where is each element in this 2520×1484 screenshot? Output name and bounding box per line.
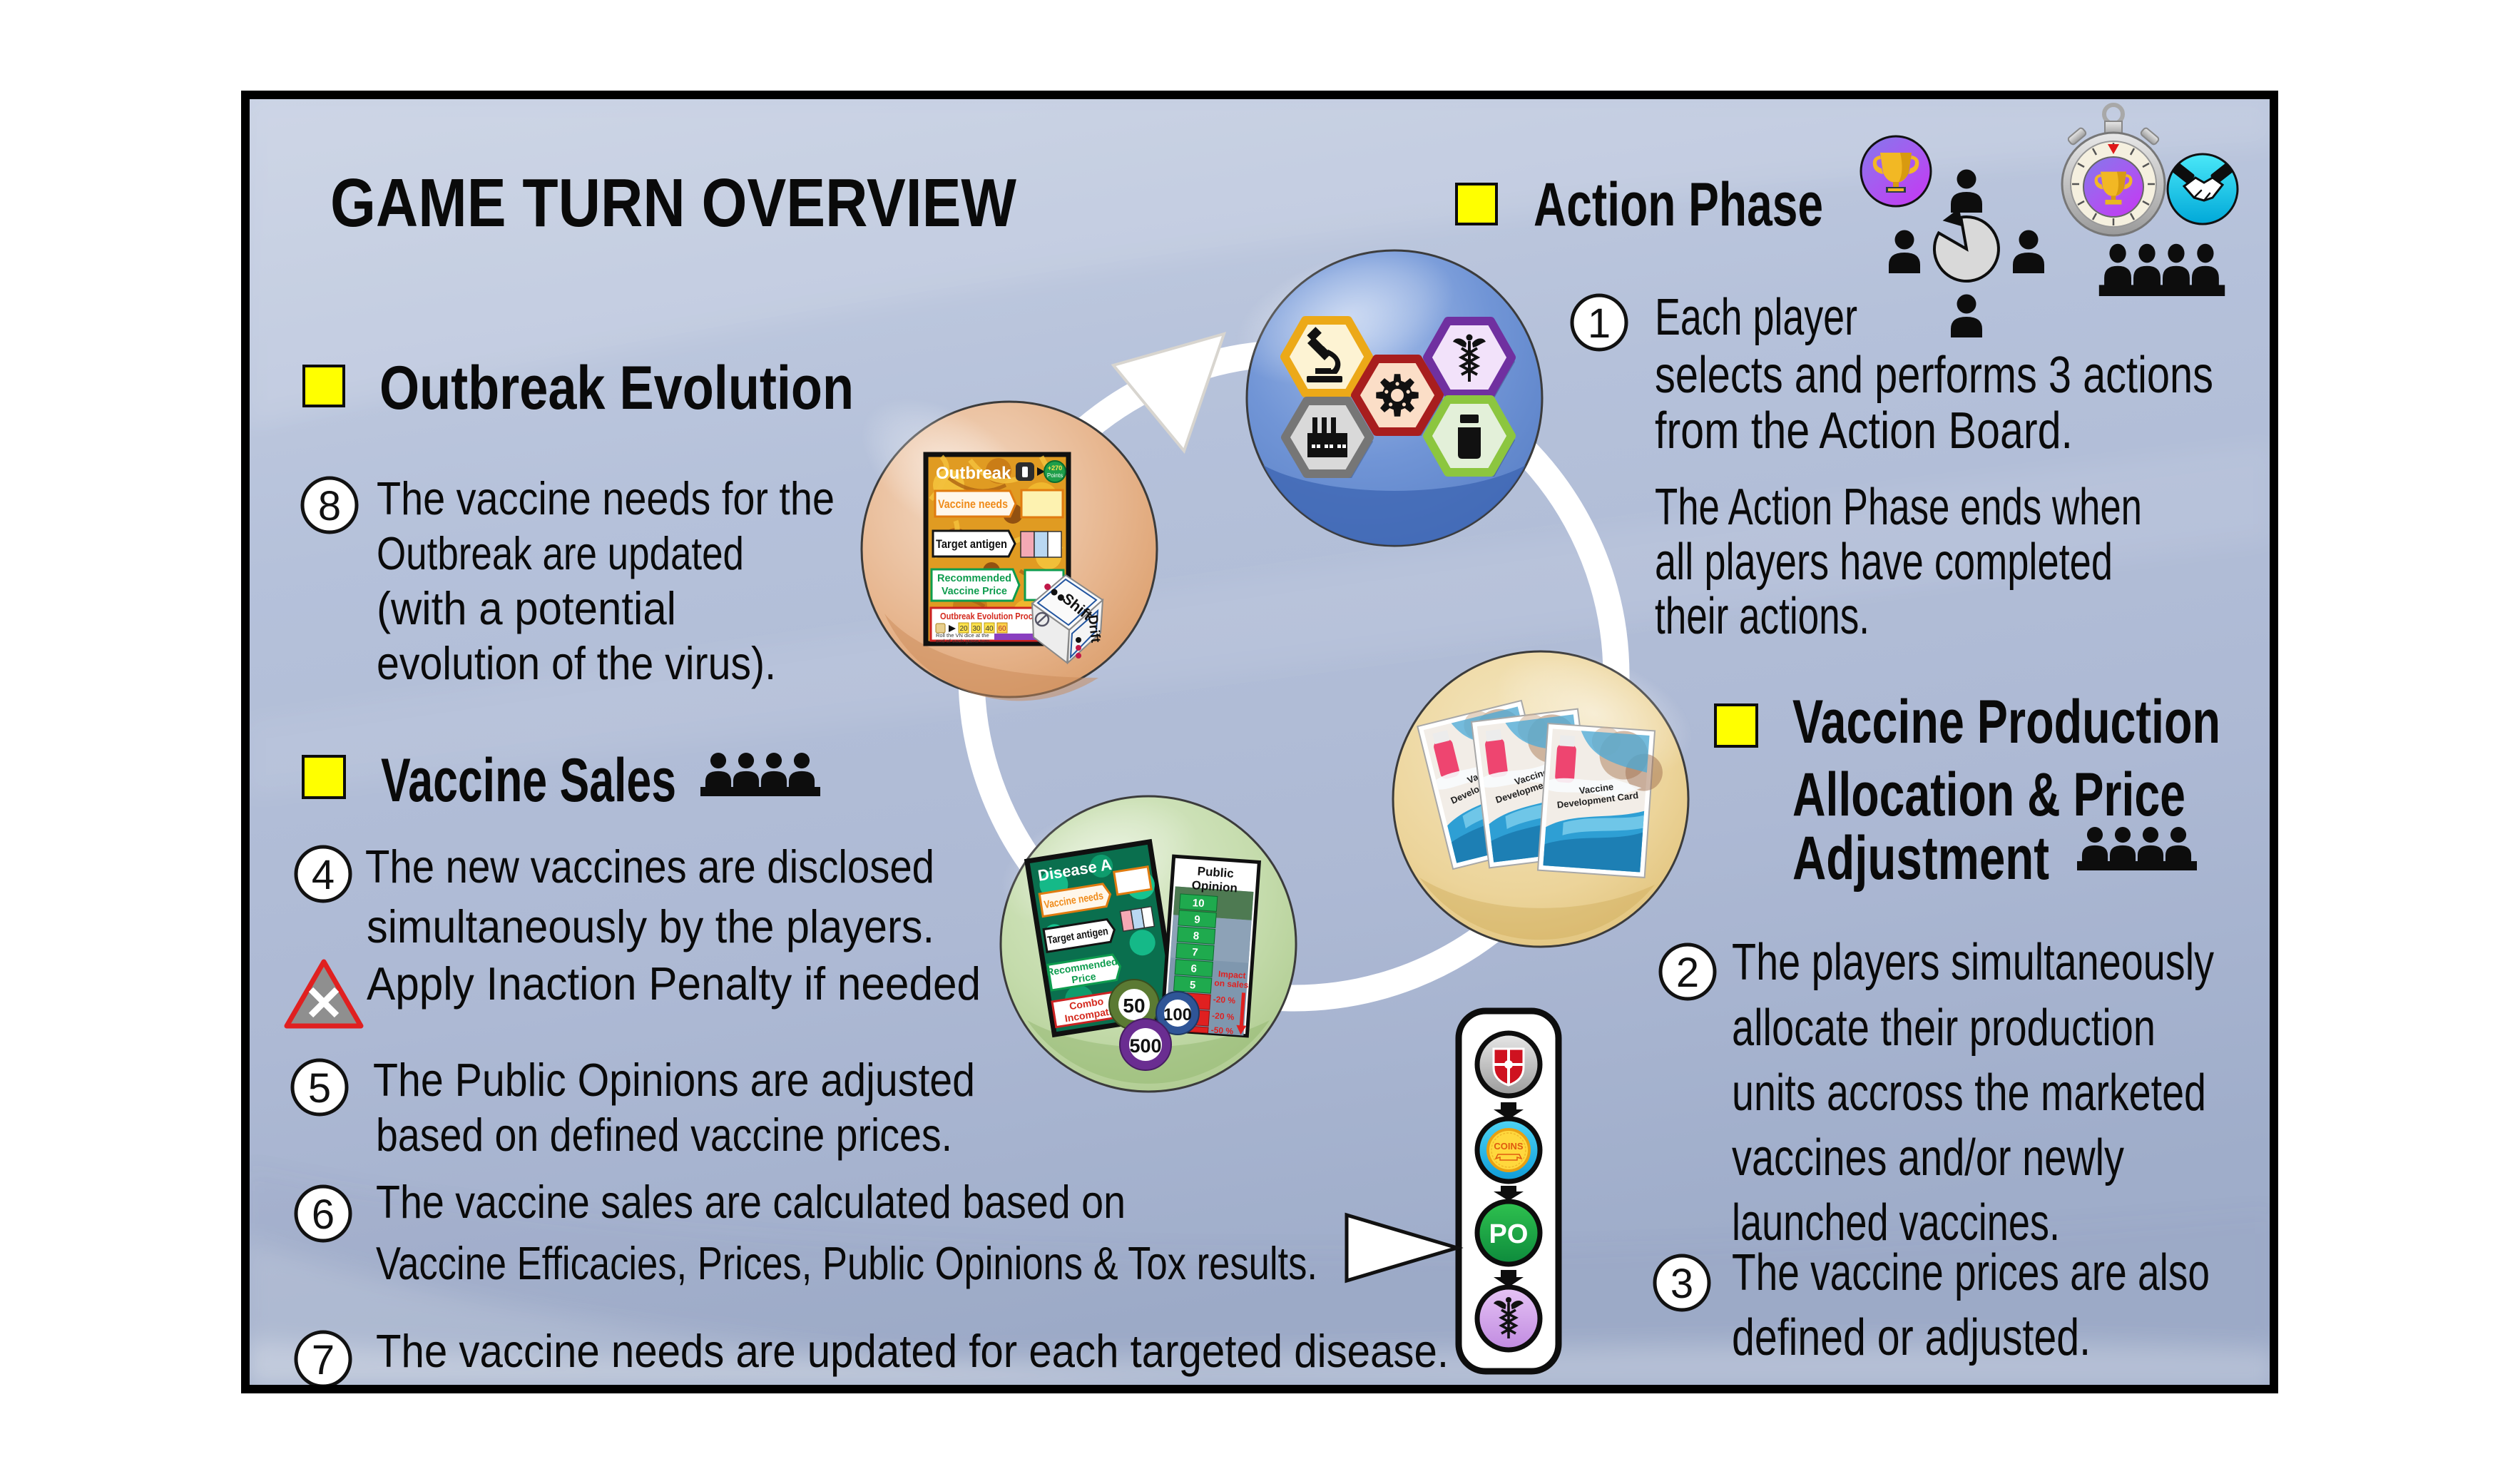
svg-text:allocate their production: allocate their production — [1732, 1000, 2156, 1057]
svg-text:their actions.: their actions. — [1655, 588, 1869, 645]
svg-text:8: 8 — [318, 483, 341, 529]
svg-text:COINS: COINS — [1494, 1141, 1524, 1152]
svg-text:The Public Opinions are adjust: The Public Opinions are adjusted — [373, 1054, 975, 1106]
svg-text:defined or adjusted.: defined or adjusted. — [1732, 1309, 2091, 1366]
svg-text:Allocation & Price: Allocation & Price — [1792, 761, 2185, 829]
svg-text:Outbreak: Outbreak — [936, 464, 1011, 483]
svg-text:on sales: on sales — [1214, 978, 1249, 990]
svg-text:Action Phase: Action Phase — [1534, 171, 1823, 239]
svg-text:vaccines and/or newly: vaccines and/or newly — [1732, 1129, 2124, 1186]
svg-text:Each player: Each player — [1655, 289, 1857, 346]
svg-text:units accross the marketed: units accross the marketed — [1732, 1064, 2206, 1122]
svg-text:-20 %: -20 % — [1213, 994, 1236, 1005]
svg-text:The vaccine prices are also: The vaccine prices are also — [1732, 1244, 2210, 1301]
svg-text:The vaccine needs are updated: The vaccine needs are updated for each t… — [376, 1325, 1449, 1377]
svg-text:4: 4 — [312, 852, 335, 898]
svg-text:end of each game turn: end of each game turn — [936, 638, 989, 644]
svg-text:2: 2 — [1676, 950, 1699, 996]
svg-text:Target antigen: Target antigen — [936, 537, 1007, 551]
svg-text:from the Action Board.: from the Action Board. — [1655, 402, 2073, 459]
svg-text:Combo: Combo — [1068, 995, 1104, 1012]
svg-text:Vaccine Efficacies, Prices, Pu: Vaccine Efficacies, Prices, Public Opini… — [376, 1237, 1317, 1289]
svg-text:Public: Public — [1197, 864, 1234, 880]
svg-text:5: 5 — [1189, 979, 1196, 992]
svg-text:Price: Price — [1071, 970, 1097, 985]
svg-text:20: 20 — [959, 625, 968, 633]
svg-text:30: 30 — [972, 625, 981, 633]
svg-text:The vaccine needs for the: The vaccine needs for the — [377, 472, 835, 524]
svg-text:Outbreak Evolution: Outbreak Evolution — [379, 354, 854, 422]
svg-text:-50 %: -50 % — [1210, 1025, 1234, 1036]
svg-text:The new vaccines are disclosed: The new vaccines are disclosed — [365, 840, 934, 893]
svg-text:PO: PO — [1489, 1219, 1529, 1249]
svg-text:3: 3 — [1670, 1261, 1693, 1307]
svg-text:8: 8 — [1193, 930, 1200, 942]
svg-text:5: 5 — [308, 1065, 331, 1112]
svg-text:GAME TURN OVERVIEW: GAME TURN OVERVIEW — [330, 165, 1016, 241]
svg-text:7: 7 — [312, 1337, 335, 1383]
svg-text:+270: +270 — [1048, 464, 1062, 472]
svg-text:Recommended: Recommended — [937, 572, 1011, 584]
svg-text:Adjustment: Adjustment — [1792, 824, 2049, 893]
svg-text:1: 1 — [1588, 300, 1611, 347]
svg-text:Impact: Impact — [1218, 969, 1246, 981]
svg-text:Opinion: Opinion — [1191, 878, 1238, 895]
svg-text:simultaneously by the players.: simultaneously by the players. — [367, 900, 934, 952]
svg-text:60: 60 — [998, 625, 1006, 633]
svg-text:50: 50 — [1123, 995, 1145, 1017]
svg-text:(with a potential: (with a potential — [377, 582, 676, 634]
svg-text:Outbreak Evolution Procedure: Outbreak Evolution Procedure — [940, 611, 1054, 621]
svg-text:Roll the VN dice at the: Roll the VN dice at the — [936, 632, 989, 639]
svg-text:500: 500 — [1129, 1035, 1161, 1057]
svg-text:The players simultaneously: The players simultaneously — [1732, 934, 2214, 991]
svg-text:Points: Points — [1047, 472, 1063, 479]
svg-text:6: 6 — [1190, 962, 1198, 975]
svg-text:all players have completed: all players have completed — [1655, 534, 2113, 591]
svg-text:Apply Inaction Penalty if need: Apply Inaction Penalty if needed — [367, 957, 981, 1010]
svg-text:-20 %: -20 % — [1212, 1010, 1235, 1022]
svg-text:6: 6 — [312, 1191, 335, 1238]
svg-text:The Action Phase ends when: The Action Phase ends when — [1655, 479, 2142, 536]
svg-text:Vaccine needs: Vaccine needs — [938, 497, 1008, 511]
svg-text:Drift: Drift — [1085, 614, 1103, 644]
svg-text:selects and performs 3 actions: selects and performs 3 actions — [1655, 347, 2213, 404]
svg-text:7: 7 — [1192, 946, 1199, 959]
svg-text:Vaccine Sales: Vaccine Sales — [381, 746, 676, 815]
svg-text:Vaccine Price: Vaccine Price — [942, 585, 1007, 597]
svg-text:10: 10 — [1192, 897, 1205, 910]
svg-text:based on defined vaccine price: based on defined vaccine prices. — [376, 1109, 952, 1161]
svg-text:evolution of the virus).: evolution of the virus). — [377, 637, 776, 689]
svg-text:9: 9 — [1194, 913, 1201, 926]
svg-text:40: 40 — [985, 625, 994, 633]
svg-text:Vaccine Production: Vaccine Production — [1792, 688, 2220, 756]
svg-text:The vaccine sales are calculat: The vaccine sales are calculated based o… — [376, 1176, 1126, 1228]
svg-text:launched vaccines.: launched vaccines. — [1732, 1194, 2060, 1251]
svg-text:Outbreak are updated: Outbreak are updated — [377, 527, 744, 579]
svg-text:100: 100 — [1163, 1005, 1192, 1025]
